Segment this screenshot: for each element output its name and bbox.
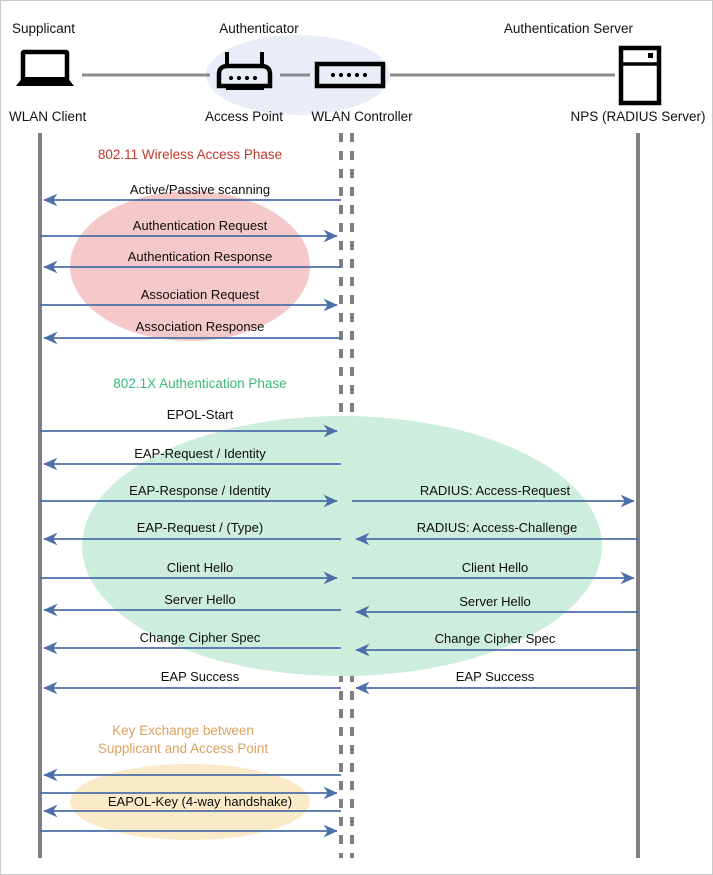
msg-label-authentication-response: Authentication Response bbox=[128, 249, 273, 264]
msg-label-server-hello-left: Server Hello bbox=[164, 592, 236, 607]
msg-label-radius-access-challenge: RADIUS: Access-Challenge bbox=[417, 520, 577, 535]
access-point-icon bbox=[216, 52, 273, 90]
msg-label-association-response: Association Response bbox=[136, 319, 265, 334]
phase-ellipse-key-exchange bbox=[70, 764, 310, 840]
laptop-icon bbox=[16, 49, 74, 86]
phase-ellipse-wireless-access bbox=[70, 191, 310, 341]
phase-label-wireless-access: 802.11 Wireless Access Phase bbox=[98, 147, 282, 162]
msg-label-eapol-start: EPOL-Start bbox=[167, 407, 234, 422]
wlan-controller-icon bbox=[314, 61, 386, 89]
server-icon bbox=[618, 45, 662, 106]
msg-label-server-hello-right: Server Hello bbox=[459, 594, 531, 609]
actor-name-nps: NPS (RADIUS Server) bbox=[570, 109, 705, 124]
actor-name-wlan-controller: WLAN Controller bbox=[311, 109, 413, 124]
actor-role-supplicant: Supplicant bbox=[12, 21, 75, 36]
phase-label-key-exchange-line2: Supplicant and Access Point bbox=[98, 741, 269, 756]
msg-label-eap-success-right: EAP Success bbox=[456, 669, 535, 684]
msg-label-eap-response-identity: EAP-Response / Identity bbox=[129, 483, 271, 498]
msg-label-eap-request-identity: EAP-Request / Identity bbox=[134, 446, 266, 461]
msg-label-eap-request-type: EAP-Request / (Type) bbox=[137, 520, 263, 535]
phase-label-dot1x: 802.1X Authentication Phase bbox=[113, 376, 286, 391]
actor-role-authenticator: Authenticator bbox=[219, 21, 299, 36]
msg-label-change-cipher-spec-right: Change Cipher Spec bbox=[435, 631, 556, 646]
msg-label-client-hello-right: Client Hello bbox=[462, 560, 528, 575]
msg-label-association-request: Association Request bbox=[141, 287, 260, 302]
msg-label-eapol-key: EAPOL-Key (4-way handshake) bbox=[108, 794, 292, 809]
msg-label-change-cipher-spec-left: Change Cipher Spec bbox=[140, 630, 261, 645]
actor-role-auth-server: Authentication Server bbox=[504, 21, 634, 36]
msg-label-client-hello-left: Client Hello bbox=[167, 560, 233, 575]
actor-name-access-point: Access Point bbox=[205, 109, 283, 124]
phase-ellipse-dot1x bbox=[82, 416, 602, 676]
phase-label-key-exchange-line1: Key Exchange between bbox=[112, 723, 254, 738]
msg-label-eap-success-left: EAP Success bbox=[161, 669, 240, 684]
msg-label-authentication-request: Authentication Request bbox=[133, 218, 268, 233]
msg-label-active-passive-scanning: Active/Passive scanning bbox=[130, 182, 270, 197]
actor-name-wlan-client: WLAN Client bbox=[9, 109, 87, 124]
msg-label-radius-access-request: RADIUS: Access-Request bbox=[420, 483, 571, 498]
